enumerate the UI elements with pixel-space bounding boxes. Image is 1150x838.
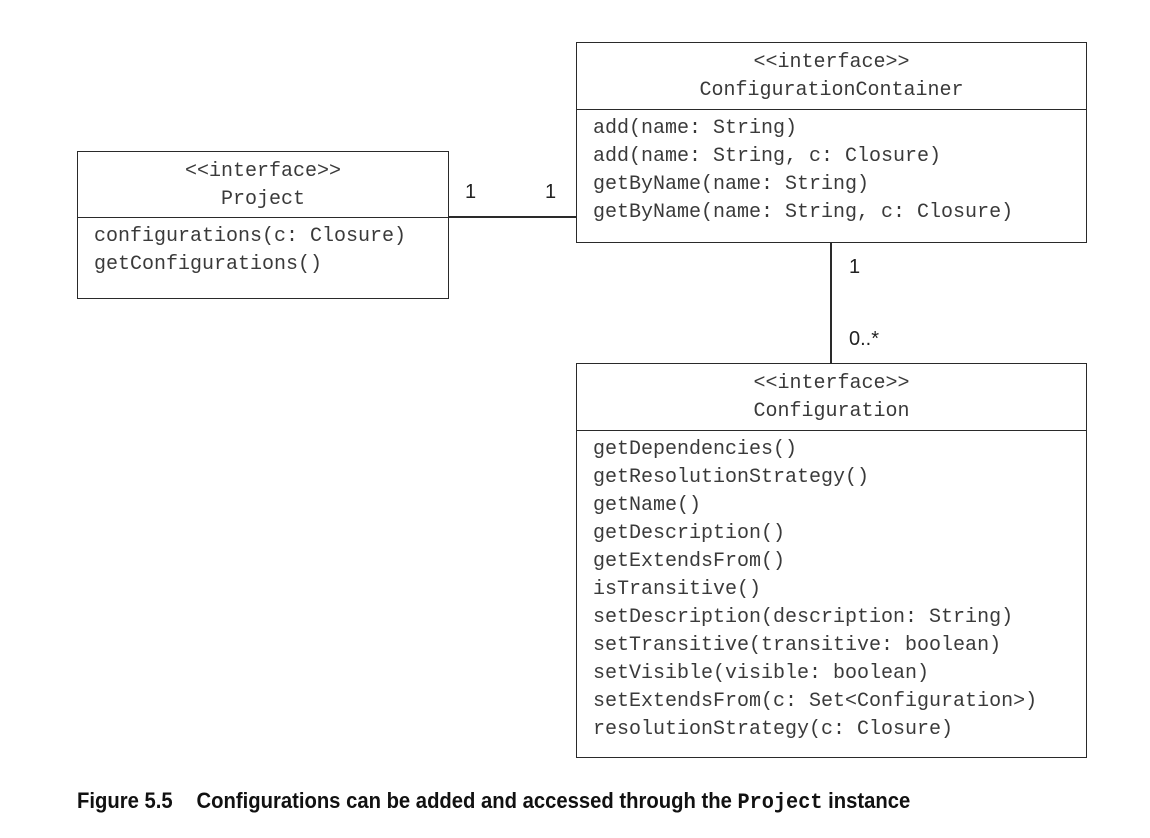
configuration-method: isTransitive() bbox=[593, 578, 762, 601]
configuration-method: setTransitive(transitive: boolean) bbox=[593, 634, 1002, 657]
project-header: <<interface>> Project bbox=[78, 152, 448, 218]
multiplicity-container-to-config: 1 bbox=[849, 256, 861, 278]
configuration-method: getResolutionStrategy() bbox=[593, 466, 870, 489]
configuration-stereotype: <<interface>> bbox=[753, 372, 910, 395]
project-method: getConfigurations() bbox=[94, 253, 323, 276]
container-stereotype: <<interface>> bbox=[753, 51, 910, 74]
configuration-name: Configuration bbox=[753, 400, 910, 423]
figure-caption: Figure 5.5 Configurations can be added an… bbox=[77, 788, 910, 815]
configuration-method: getExtendsFrom() bbox=[593, 550, 786, 573]
project-methods: configurations(c: Closure) getConfigurat… bbox=[78, 218, 448, 279]
figure-label: Figure 5.5 bbox=[77, 788, 173, 813]
configuration-methods: getDependencies() getResolutionStrategy(… bbox=[577, 431, 1086, 744]
caption-code: Project bbox=[737, 790, 823, 815]
configuration-method: setExtendsFrom(c: Set<Configuration>) bbox=[593, 690, 1038, 713]
container-method: add(name: String, c: Closure) bbox=[593, 145, 942, 168]
configuration-header: <<interface>> Configuration bbox=[577, 364, 1086, 431]
configuration-method: resolutionStrategy(c: Closure) bbox=[593, 718, 954, 741]
caption-text-after: instance bbox=[822, 788, 911, 813]
configuration-method: setVisible(visible: boolean) bbox=[593, 662, 930, 685]
container-method: getByName(name: String, c: Closure) bbox=[593, 201, 1014, 224]
container-configuration-association bbox=[830, 242, 832, 364]
configuration-method: getName() bbox=[593, 494, 702, 517]
configuration-method: getDependencies() bbox=[593, 438, 798, 461]
container-name: ConfigurationContainer bbox=[699, 79, 964, 102]
multiplicity-container-side: 1 bbox=[545, 181, 557, 203]
container-header: <<interface>> ConfigurationContainer bbox=[577, 43, 1086, 110]
project-method: configurations(c: Closure) bbox=[94, 225, 407, 248]
multiplicity-config-side: 0..* bbox=[849, 328, 880, 350]
project-container-association bbox=[448, 216, 577, 218]
container-methods: add(name: String) add(name: String, c: C… bbox=[577, 110, 1086, 227]
project-stereotype: <<interface>> bbox=[184, 160, 342, 183]
project-name: Project bbox=[220, 188, 305, 211]
multiplicity-project-side: 1 bbox=[465, 181, 477, 203]
caption-text-before: Configurations can be added and accessed… bbox=[196, 788, 738, 813]
container-method: getByName(name: String) bbox=[593, 173, 870, 196]
container-method: add(name: String) bbox=[593, 117, 798, 140]
configuration-method: getDescription() bbox=[593, 522, 786, 545]
configuration-container-interface-box: <<interface>> ConfigurationContainer add… bbox=[576, 42, 1087, 243]
configuration-interface-box: <<interface>> Configuration getDependenc… bbox=[576, 363, 1087, 758]
configuration-method: setDescription(description: String) bbox=[593, 606, 1014, 629]
project-interface-box: <<interface>> Project configurations(c: … bbox=[77, 151, 449, 299]
